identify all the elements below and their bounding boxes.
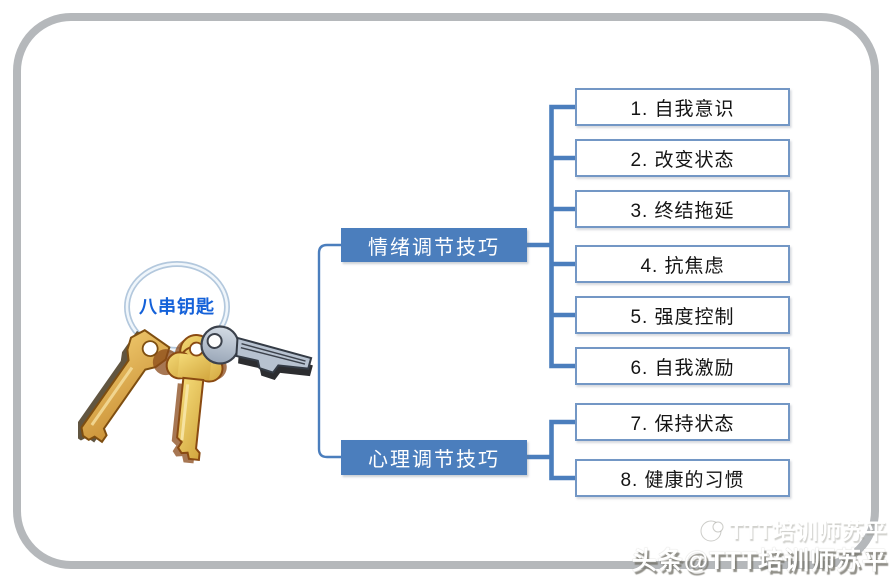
item-box-7: 7. 保持状态 bbox=[575, 403, 790, 441]
item-box-3: 3. 终结拖延 bbox=[575, 190, 790, 228]
item-box-6: 6. 自我激励 bbox=[575, 347, 790, 385]
watermark: TTT培训师苏平 头条@TTT培训师苏平 bbox=[632, 519, 888, 574]
keyring-label: 八串钥匙 bbox=[139, 297, 215, 317]
branch-box-mental: 心理调节技巧 bbox=[341, 440, 527, 475]
item-box-1: 1. 自我意识 bbox=[575, 88, 790, 126]
branch1-connector bbox=[527, 104, 575, 369]
left-bracket-connector bbox=[317, 243, 341, 459]
rounded-border-frame bbox=[13, 13, 879, 569]
item-box-4: 4. 抗焦虑 bbox=[575, 245, 790, 283]
branch2-connector bbox=[527, 419, 575, 481]
watermark-author-line: TTT培训师苏平 bbox=[632, 519, 888, 545]
watermark-author-text: TTT培训师苏平 bbox=[729, 519, 888, 544]
gold-key-center-icon bbox=[152, 334, 227, 464]
toutiao-avatar-icon bbox=[700, 520, 724, 542]
item-box-5: 5. 强度控制 bbox=[575, 296, 790, 334]
item-box-8: 8. 健康的习惯 bbox=[575, 459, 790, 497]
watermark-toutiao-text: 头条@TTT培训师苏平 bbox=[631, 547, 888, 575]
silver-key-icon bbox=[200, 325, 313, 381]
item-box-2: 2. 改变状态 bbox=[575, 139, 790, 177]
gold-key-left-icon bbox=[78, 329, 171, 444]
branch-box-emotion: 情绪调节技巧 bbox=[341, 228, 527, 262]
keys-illustration bbox=[78, 261, 313, 464]
